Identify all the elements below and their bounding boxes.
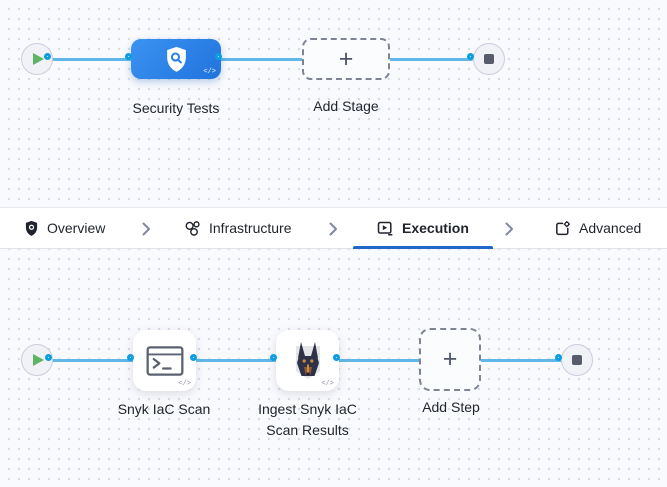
chevron-right-icon bbox=[142, 222, 150, 236]
play-icon bbox=[33, 354, 44, 366]
terminal-icon bbox=[146, 345, 183, 376]
stage-label: Security Tests bbox=[132, 100, 220, 116]
code-badge: </> bbox=[178, 380, 191, 388]
port-dot[interactable] bbox=[333, 354, 340, 361]
code-badge: </> bbox=[203, 68, 216, 76]
step-node-ingest-snyk-results[interactable]: </> bbox=[276, 330, 339, 391]
play-icon bbox=[33, 53, 44, 65]
step-label: Ingest Snyk IaC Scan Results bbox=[258, 401, 357, 438]
doberman-icon bbox=[295, 341, 320, 379]
port-dot[interactable] bbox=[270, 354, 277, 361]
add-stage-label: Add Stage bbox=[313, 98, 379, 114]
add-step-button[interactable]: + bbox=[419, 328, 481, 391]
add-step-label: Add Step bbox=[422, 399, 480, 415]
cluster-icon bbox=[185, 220, 200, 236]
tab-label: Infrastructure bbox=[209, 220, 292, 236]
port-dot[interactable] bbox=[125, 53, 132, 60]
tab-label: Advanced bbox=[579, 220, 642, 236]
stop-icon bbox=[484, 54, 494, 64]
tab-infrastructure[interactable]: Infrastructure bbox=[184, 208, 291, 248]
stage-node-security-tests[interactable]: </> bbox=[131, 39, 221, 79]
step-node-snyk-iac-scan[interactable]: </> bbox=[133, 330, 196, 391]
stage-end-node[interactable] bbox=[473, 43, 505, 75]
tab-label: Overview bbox=[47, 220, 106, 236]
port-dot[interactable] bbox=[215, 53, 222, 60]
chevron-right-icon bbox=[329, 222, 337, 236]
port-dot[interactable] bbox=[44, 53, 51, 60]
stage-config-tab-bar: Overview Infrastructure Execution bbox=[0, 207, 667, 249]
chevron-right-icon bbox=[505, 222, 513, 236]
plus-icon: + bbox=[338, 44, 354, 73]
stage-connector-line bbox=[50, 57, 473, 61]
port-dot[interactable] bbox=[190, 354, 197, 361]
port-dot[interactable] bbox=[555, 354, 562, 361]
advanced-gear-icon bbox=[556, 220, 570, 235]
code-badge: </> bbox=[321, 380, 334, 388]
shield-search-icon bbox=[166, 46, 186, 72]
step-end-node[interactable] bbox=[561, 344, 593, 376]
add-stage-button[interactable]: + bbox=[302, 38, 390, 80]
active-tab-underline bbox=[353, 246, 493, 249]
shield-icon bbox=[25, 220, 38, 236]
tab-advanced[interactable]: Advanced bbox=[554, 208, 641, 248]
stop-icon bbox=[572, 355, 582, 365]
port-dot[interactable] bbox=[467, 53, 474, 60]
tab-label: Execution bbox=[402, 220, 469, 236]
plus-icon: + bbox=[442, 345, 458, 373]
tab-overview[interactable]: Overview bbox=[24, 208, 105, 248]
step-label: Snyk IaC Scan bbox=[117, 401, 211, 417]
port-dot[interactable] bbox=[45, 354, 52, 361]
tab-execution[interactable]: Execution bbox=[377, 208, 469, 248]
execution-play-icon bbox=[377, 221, 393, 235]
port-dot[interactable] bbox=[127, 354, 134, 361]
